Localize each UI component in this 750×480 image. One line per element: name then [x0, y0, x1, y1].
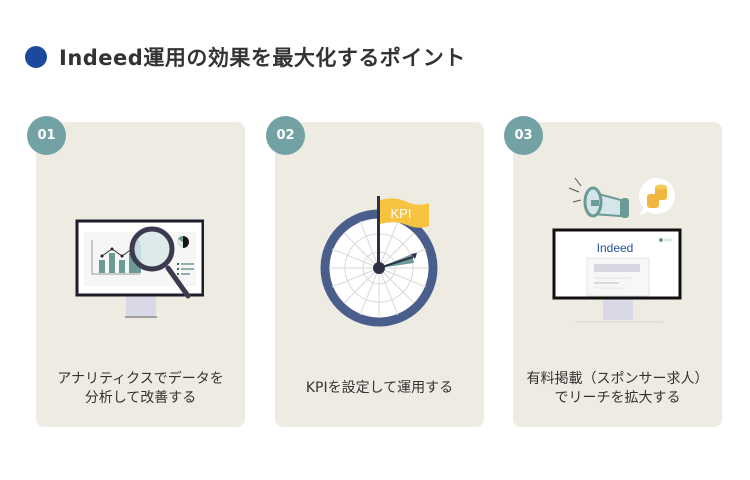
point-card-analytics: アナリティクスでデータを 分析して改善する — [36, 122, 245, 427]
step-badge-03: 03 — [504, 116, 543, 155]
card-caption: アナリティクスでデータを 分析して改善する — [57, 371, 224, 406]
card-caption: 有料掲載（スポンサー求人） でリーチを拡大する — [526, 371, 709, 406]
bullet-dot-icon — [25, 46, 47, 68]
section-heading: Indeed運用の効果を最大化するポイント — [25, 42, 466, 72]
step-badge-01: 01 — [27, 116, 66, 155]
svg-text:KPI: KPI — [391, 206, 412, 221]
point-card-kpi: KPI KPIを設定して運用する — [275, 122, 484, 427]
monitor-magnifier-icon — [75, 219, 204, 318]
card-caption: KPIを設定して運用する — [305, 380, 454, 396]
step-badge-02: 02 — [266, 116, 305, 155]
dartboard-kpi-icon: KPI — [320, 196, 438, 327]
point-card-sponsored: Indeed 有料掲載（スポンサー求人） でリーチを拡大する — [513, 122, 722, 427]
megaphone-indeed-monitor-icon: Indeed — [552, 177, 682, 323]
page-title: Indeed運用の効果を最大化するポイント — [59, 46, 466, 70]
svg-text:Indeed: Indeed — [597, 241, 634, 255]
